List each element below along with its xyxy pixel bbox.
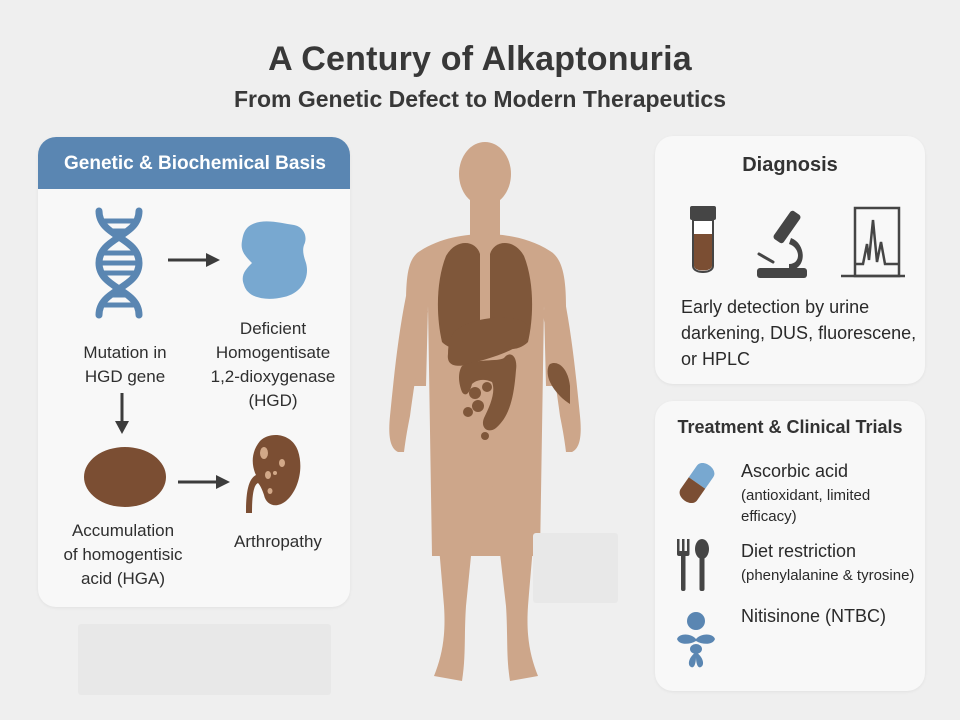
treatment-ascorbic-note: (antioxidant, limited efficacy) bbox=[741, 487, 871, 525]
treatment-diet-name: Diet restriction bbox=[741, 541, 857, 561]
arthropathy-label: Arthropathy bbox=[234, 532, 322, 551]
diagnosis-description: Early detection by urine darkening, DUS,… bbox=[681, 297, 917, 369]
accumulation-label: Accumulation of homogentisic acid (HGA) bbox=[63, 521, 183, 588]
chromatogram-icon bbox=[841, 206, 905, 278]
enzyme-icon bbox=[241, 221, 308, 299]
treatment-nitisinone-name: Nitisinone (NTBC) bbox=[741, 606, 887, 626]
page-subtitle: From Genetic Defect to Modern Therapeuti… bbox=[233, 86, 727, 112]
enzyme-label: Deficient Homogentisate 1,2-dioxygenase … bbox=[210, 319, 336, 410]
blank-panel bbox=[78, 624, 331, 695]
treatment-ascorbic-name: Ascorbic acid bbox=[741, 461, 849, 481]
human-body-icon bbox=[389, 142, 581, 681]
treatment-card: Treatment & Clinical Trials Ascorbic aci… bbox=[655, 401, 925, 691]
nitisinone-figure-icon bbox=[677, 612, 715, 668]
arrow-right-icon bbox=[168, 253, 220, 267]
fork-spoon-icon bbox=[677, 539, 709, 591]
microscope-icon bbox=[757, 210, 807, 278]
arrow-right-icon bbox=[178, 475, 230, 489]
hga-blob-icon bbox=[84, 447, 166, 507]
diagnosis-title: Diagnosis bbox=[742, 154, 838, 176]
pill-icon bbox=[679, 462, 715, 504]
diagnosis-card: Diagnosis Early detection by urine darke… bbox=[655, 136, 925, 384]
genetic-basis-title: Genetic & Biochemical Basis bbox=[38, 137, 350, 189]
page-title: A Century of Alkaptonuria bbox=[268, 40, 692, 78]
dna-icon bbox=[95, 207, 143, 319]
arrow-down-icon bbox=[115, 393, 129, 434]
genetic-basis-card: Genetic & Biochemical Basis Mutation in … bbox=[38, 137, 350, 607]
treatment-diet-note: (phenylalanine & tyrosine) bbox=[741, 567, 915, 584]
blank-panel bbox=[533, 533, 618, 603]
mutation-label: Mutation in HGD gene bbox=[83, 343, 167, 386]
treatment-title: Treatment & Clinical Trials bbox=[677, 417, 903, 437]
test-tube-icon bbox=[690, 206, 716, 273]
kidney-icon bbox=[246, 435, 301, 513]
